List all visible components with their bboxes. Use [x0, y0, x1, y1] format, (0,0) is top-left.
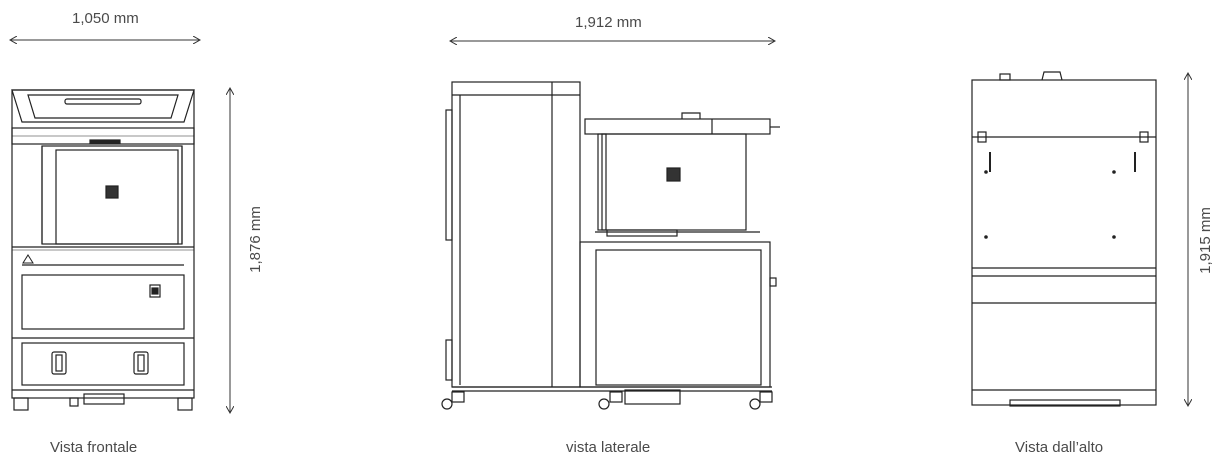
side-view-caption: vista laterale [566, 439, 651, 456]
top-view-caption: Vista dall’alto [1015, 439, 1104, 456]
side-view-drawing [441, 81, 780, 410]
front-view-caption: Vista frontale [50, 439, 138, 456]
side-width-label: 1,912 mm [575, 14, 642, 31]
front-view-drawing [11, 89, 195, 411]
top-view-drawing [971, 71, 1157, 407]
front-width-label: 1,050 mm [72, 10, 139, 27]
